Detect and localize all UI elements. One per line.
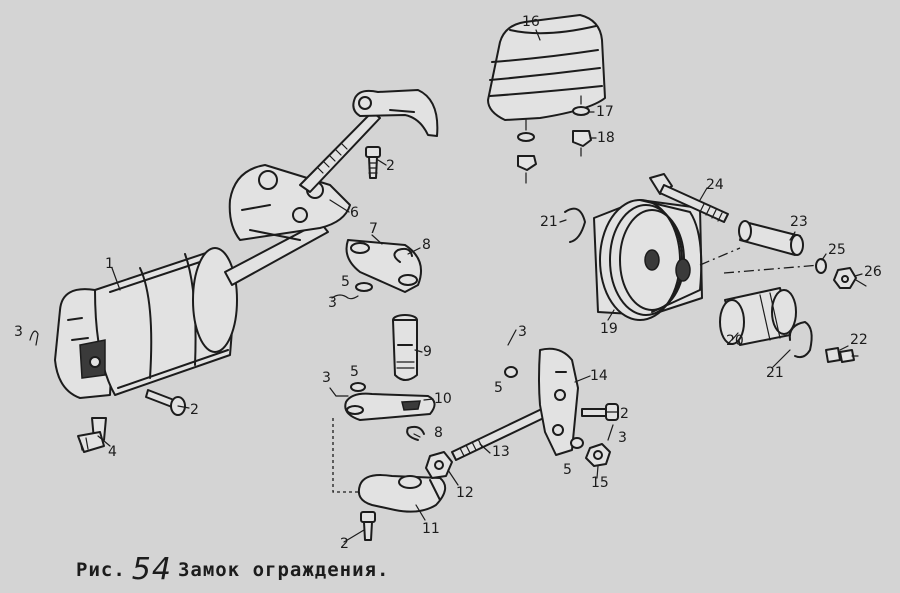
- callout-21-lower: 21: [766, 365, 784, 381]
- callout-3-right: 3: [618, 430, 627, 446]
- caption-title: Замок ограждения.: [177, 559, 390, 581]
- callout-4: 4: [108, 444, 117, 460]
- callout-7: 7: [369, 221, 378, 237]
- callout-9: 9: [423, 344, 432, 360]
- part-bracket-14: [538, 347, 579, 456]
- part-latch-11: [357, 474, 447, 513]
- callout-13: 13: [492, 444, 510, 460]
- part-clip-8-lower: [406, 425, 425, 441]
- part-nut-17-18: [517, 95, 592, 184]
- part-ring-21-upper: [564, 207, 586, 243]
- part-ring-21-lower: [788, 321, 813, 359]
- part-plate-10: [344, 392, 436, 421]
- part-nipple-22: [825, 347, 859, 363]
- callout-numbers: 1 2 2 2 2 3 3 3 3 3 4 5 5 5 5 6 7 8 8 9 …: [14, 14, 882, 552]
- callout-12: 12: [456, 485, 474, 501]
- callout-21-upper: 21: [540, 214, 558, 230]
- callout-14: 14: [590, 368, 608, 384]
- callout-20: 20: [726, 333, 744, 349]
- part-pin-3-upper: [507, 329, 517, 346]
- callout-26: 26: [864, 264, 882, 280]
- assembly-line-latch: [332, 418, 360, 493]
- part-washer-5-center: [329, 282, 373, 397]
- axis-line-axle: [699, 247, 821, 274]
- callout-2-upper: 2: [386, 158, 395, 174]
- part-cylinder: [54, 221, 329, 399]
- callout-1: 1: [105, 256, 114, 272]
- part-linkage: [228, 89, 439, 241]
- callout-17: 17: [596, 104, 614, 120]
- callout-3-lower: 3: [322, 370, 331, 386]
- callout-18: 18: [597, 130, 615, 146]
- callout-3-upper-right: 3: [518, 324, 527, 340]
- callout-8-lower: 8: [434, 425, 443, 441]
- callout-19: 19: [600, 321, 618, 337]
- part-cover-16: [487, 14, 606, 121]
- part-fitting-4: [77, 417, 107, 453]
- callout-5-right: 5: [563, 462, 572, 478]
- callout-10: 10: [434, 391, 452, 407]
- callout-2-left: 2: [190, 402, 199, 418]
- callout-2-right: 2: [620, 406, 629, 422]
- part-bolt-2-left: [145, 389, 186, 416]
- callout-5-upper-right: 5: [494, 380, 503, 396]
- part-plate-7: [345, 239, 422, 293]
- callout-11: 11: [422, 521, 440, 537]
- part-bolt-2-upper: [365, 146, 381, 179]
- part-nut-15: [585, 443, 611, 467]
- callout-5-center: 5: [341, 274, 350, 290]
- callout-16: 16: [522, 14, 540, 30]
- callout-2-lower: 2: [340, 536, 349, 552]
- callout-24: 24: [706, 177, 724, 193]
- callout-5-lower: 5: [350, 364, 359, 380]
- caption-prefix: Рис.: [76, 559, 126, 581]
- callout-leaders: [97, 29, 863, 543]
- callout-23: 23: [790, 214, 808, 230]
- callout-25: 25: [828, 242, 846, 258]
- part-pin-9: [392, 314, 418, 381]
- part-washer-5-right: [570, 437, 584, 449]
- part-washer-25: [815, 258, 827, 274]
- part-pin-3-left: [29, 330, 39, 346]
- callout-22: 22: [850, 332, 868, 348]
- callout-3-left: 3: [14, 324, 23, 340]
- callout-3-center: 3: [328, 295, 337, 311]
- part-pulley-19: [593, 199, 703, 321]
- callout-6: 6: [350, 205, 359, 221]
- caption-figure-number: 54: [131, 552, 172, 587]
- callout-15: 15: [591, 475, 609, 491]
- part-roller-20: [719, 287, 797, 346]
- part-washer-5-upper: [504, 366, 518, 378]
- part-nut-26: [833, 267, 867, 289]
- part-bolt-24: [649, 173, 729, 223]
- part-pin-3-right: [607, 424, 614, 441]
- part-axle-23: [738, 220, 804, 256]
- part-clip-8-upper: [393, 247, 413, 263]
- part-bolt-2-lower: [360, 511, 376, 541]
- callout-8-upper: 8: [422, 237, 431, 253]
- part-nut-12: [425, 451, 453, 479]
